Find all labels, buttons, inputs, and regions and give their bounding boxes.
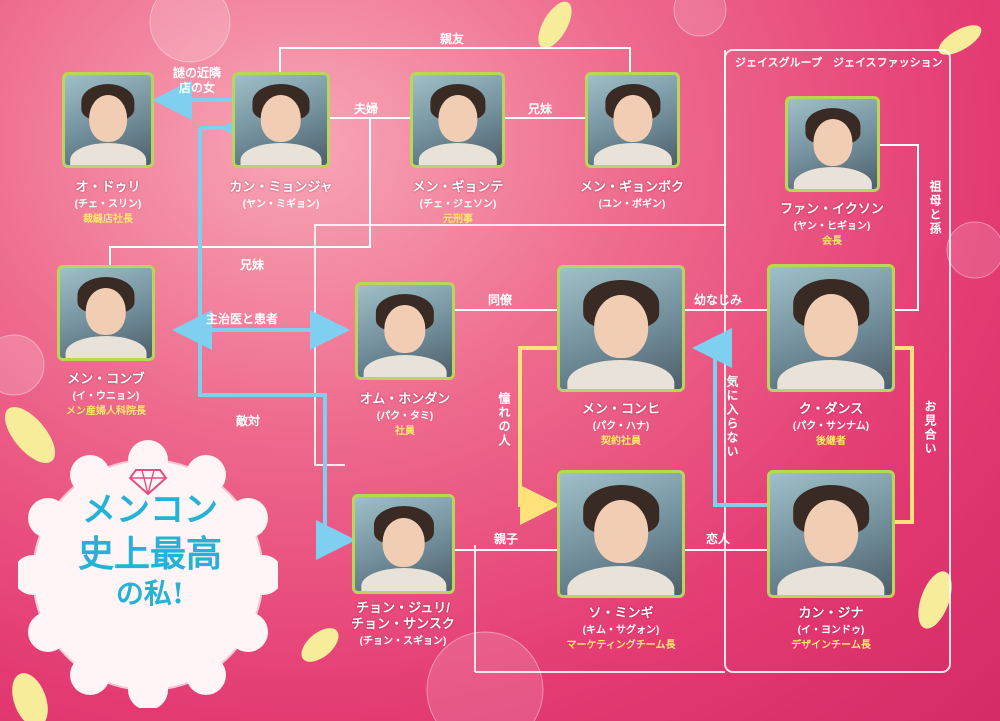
portrait-juri: [352, 494, 455, 594]
character-actor: (イ・ヨンドゥ): [797, 625, 865, 636]
character-konhi: メン・コンヒ (パク・ハナ) 契約社員: [551, 398, 691, 447]
character-konbu: メン・コンブ (イ・ウニョン) メン産婦人科院長: [36, 368, 176, 417]
label-oyako: 親子: [494, 532, 519, 546]
logo-line-3: の私!: [115, 577, 185, 610]
label-doryo: 同僚: [488, 293, 513, 307]
character-role: 社員: [395, 426, 415, 437]
petal-decoration: [12, 673, 48, 721]
portrait-iksun: [785, 96, 880, 192]
character-jina: カン・ジナ (イ・ヨンドゥ) デザインチーム長: [761, 602, 901, 651]
portrait-mingi: [557, 470, 685, 598]
portrait-gyeongbok: [585, 72, 680, 168]
portrait-hongdan: [355, 282, 455, 380]
character-role: マーケティングチーム長: [566, 640, 676, 651]
character-actor: (イ・ウニョン): [72, 391, 140, 402]
label-kinihairanai: 気に入らない: [725, 375, 739, 459]
character-actor: (ユン・ボギン): [598, 199, 666, 210]
logo-badge: [18, 440, 278, 708]
label-osananajimi: 幼なじみ: [694, 293, 743, 307]
character-mingi: ソ・ミンギ (キム・サグォン) マーケティングチーム長: [541, 602, 701, 651]
bubble-decoration: [426, 631, 544, 721]
link-shinyu: [279, 47, 631, 72]
logo-line-1: メンコン: [82, 490, 218, 530]
character-actor: (パク・タミ): [376, 411, 434, 422]
bubble-decoration: [0, 334, 45, 396]
character-name: オム・ホンダン: [359, 391, 451, 406]
label-soba: 祖母と孫: [928, 180, 942, 236]
label-tekitai: 敵対: [236, 414, 261, 428]
character-actor: (パク・サンナム): [792, 421, 870, 432]
character-name: メン・ギョンボク: [579, 179, 684, 194]
character-actor: (チョン・スギョン): [359, 636, 447, 647]
character-actor: (キム・サグォン): [582, 625, 660, 636]
link-kyodai2: [109, 118, 371, 265]
character-name: オ・ドゥリ: [75, 179, 141, 194]
character-name: メン・ギョンテ: [412, 179, 504, 194]
character-dansu: ク・ダンス (パク・サンナム) 後継者: [761, 398, 901, 447]
group-label: ジェイスグループ ジェイスファッション: [735, 57, 943, 69]
portrait-konhi: [557, 265, 685, 392]
logo-line-2: 史上最高: [77, 533, 222, 575]
portrait-gyeongtae: [410, 72, 505, 168]
label-shujii: 主治医と患者: [206, 312, 279, 326]
character-name: ク・ダンス: [798, 401, 864, 416]
label-kyodai1: 兄妹: [528, 102, 553, 116]
portrait-konbu: [57, 265, 155, 361]
character-actor: (チェ・ジェソン): [419, 199, 497, 210]
character-name: メン・コンヒ: [581, 401, 660, 416]
petal-decoration: [938, 25, 982, 55]
diamond-icon: [128, 469, 168, 496]
character-actor: (ヤン・ヒギョン): [793, 221, 871, 232]
label-akogare: 憧れの人: [497, 392, 511, 448]
petal-decoration: [918, 571, 952, 629]
portrait-myeongja: [232, 72, 330, 168]
character-role: 後継者: [816, 436, 846, 447]
character-juri: チョン・ジュリ/ チョン・サンスク (チョン・スギョン): [333, 600, 473, 647]
petal-decoration: [538, 1, 572, 49]
logo-title: メンコン 史上最高 の私!: [50, 488, 250, 612]
character-myeongja: カン・ミョンジャ (ヤン・ミギョン): [211, 176, 351, 210]
character-role: デザインチーム長: [791, 640, 871, 651]
character-actor: (パク・ハナ): [592, 421, 650, 432]
character-name: ソ・ミンギ: [588, 605, 654, 620]
label-neighbor: 謎の近隣 店の女: [172, 66, 221, 95]
character-actor: (チェ・スリン): [74, 199, 142, 210]
character-role: 会長: [822, 236, 842, 247]
character-role: メン産婦人科院長: [66, 406, 146, 417]
portrait-jina: [767, 470, 895, 598]
petal-decoration: [4, 406, 56, 464]
portrait-dori: [62, 72, 154, 168]
link-akogare: [518, 346, 560, 525]
character-hongdan: オム・ホンダン (パク・タミ) 社員: [335, 388, 475, 437]
label-shinyu: 親友: [440, 32, 465, 46]
link-omiai: [895, 346, 914, 524]
character-name: メン・コンブ: [67, 371, 145, 386]
character-role: 裁縫店社長: [83, 214, 133, 225]
bubble-decoration: [946, 221, 1000, 279]
link-kinihairanai: [692, 328, 767, 507]
character-role: 契約社員: [601, 436, 641, 447]
character-iksun: ファン・イクソン (ヤン・ヒギョン) 会長: [762, 198, 902, 247]
character-dori: オ・ドゥリ (チェ・スリン) 裁縫店社長: [38, 176, 178, 225]
character-gyeongtae: メン・ギョンテ (チェ・ジェソン) 元刑事: [388, 176, 528, 225]
petal-decoration: [301, 628, 339, 662]
label-omiai: お見合い: [923, 400, 937, 456]
label-koibito: 恋人: [706, 532, 731, 546]
character-name: ファン・イクソン: [780, 201, 884, 216]
label-kyodai2: 兄妹: [240, 258, 265, 272]
character-name: カン・ミョンジャ: [229, 179, 333, 194]
character-name: カン・ジナ: [798, 605, 864, 620]
bubble-decoration: [673, 0, 727, 37]
character-actor: (ヤン・ミギョン): [242, 199, 320, 210]
character-role: 元刑事: [443, 214, 473, 225]
label-fufu: 夫婦: [354, 102, 379, 116]
character-gyeongbok: メン・ギョンボク (ユン・ボギン): [562, 176, 702, 210]
bubble-decoration: [149, 0, 231, 63]
portrait-dansu: [767, 264, 895, 392]
character-name: チョン・ジュリ/ チョン・サンスク: [351, 600, 455, 631]
link-soba: [880, 144, 919, 311]
